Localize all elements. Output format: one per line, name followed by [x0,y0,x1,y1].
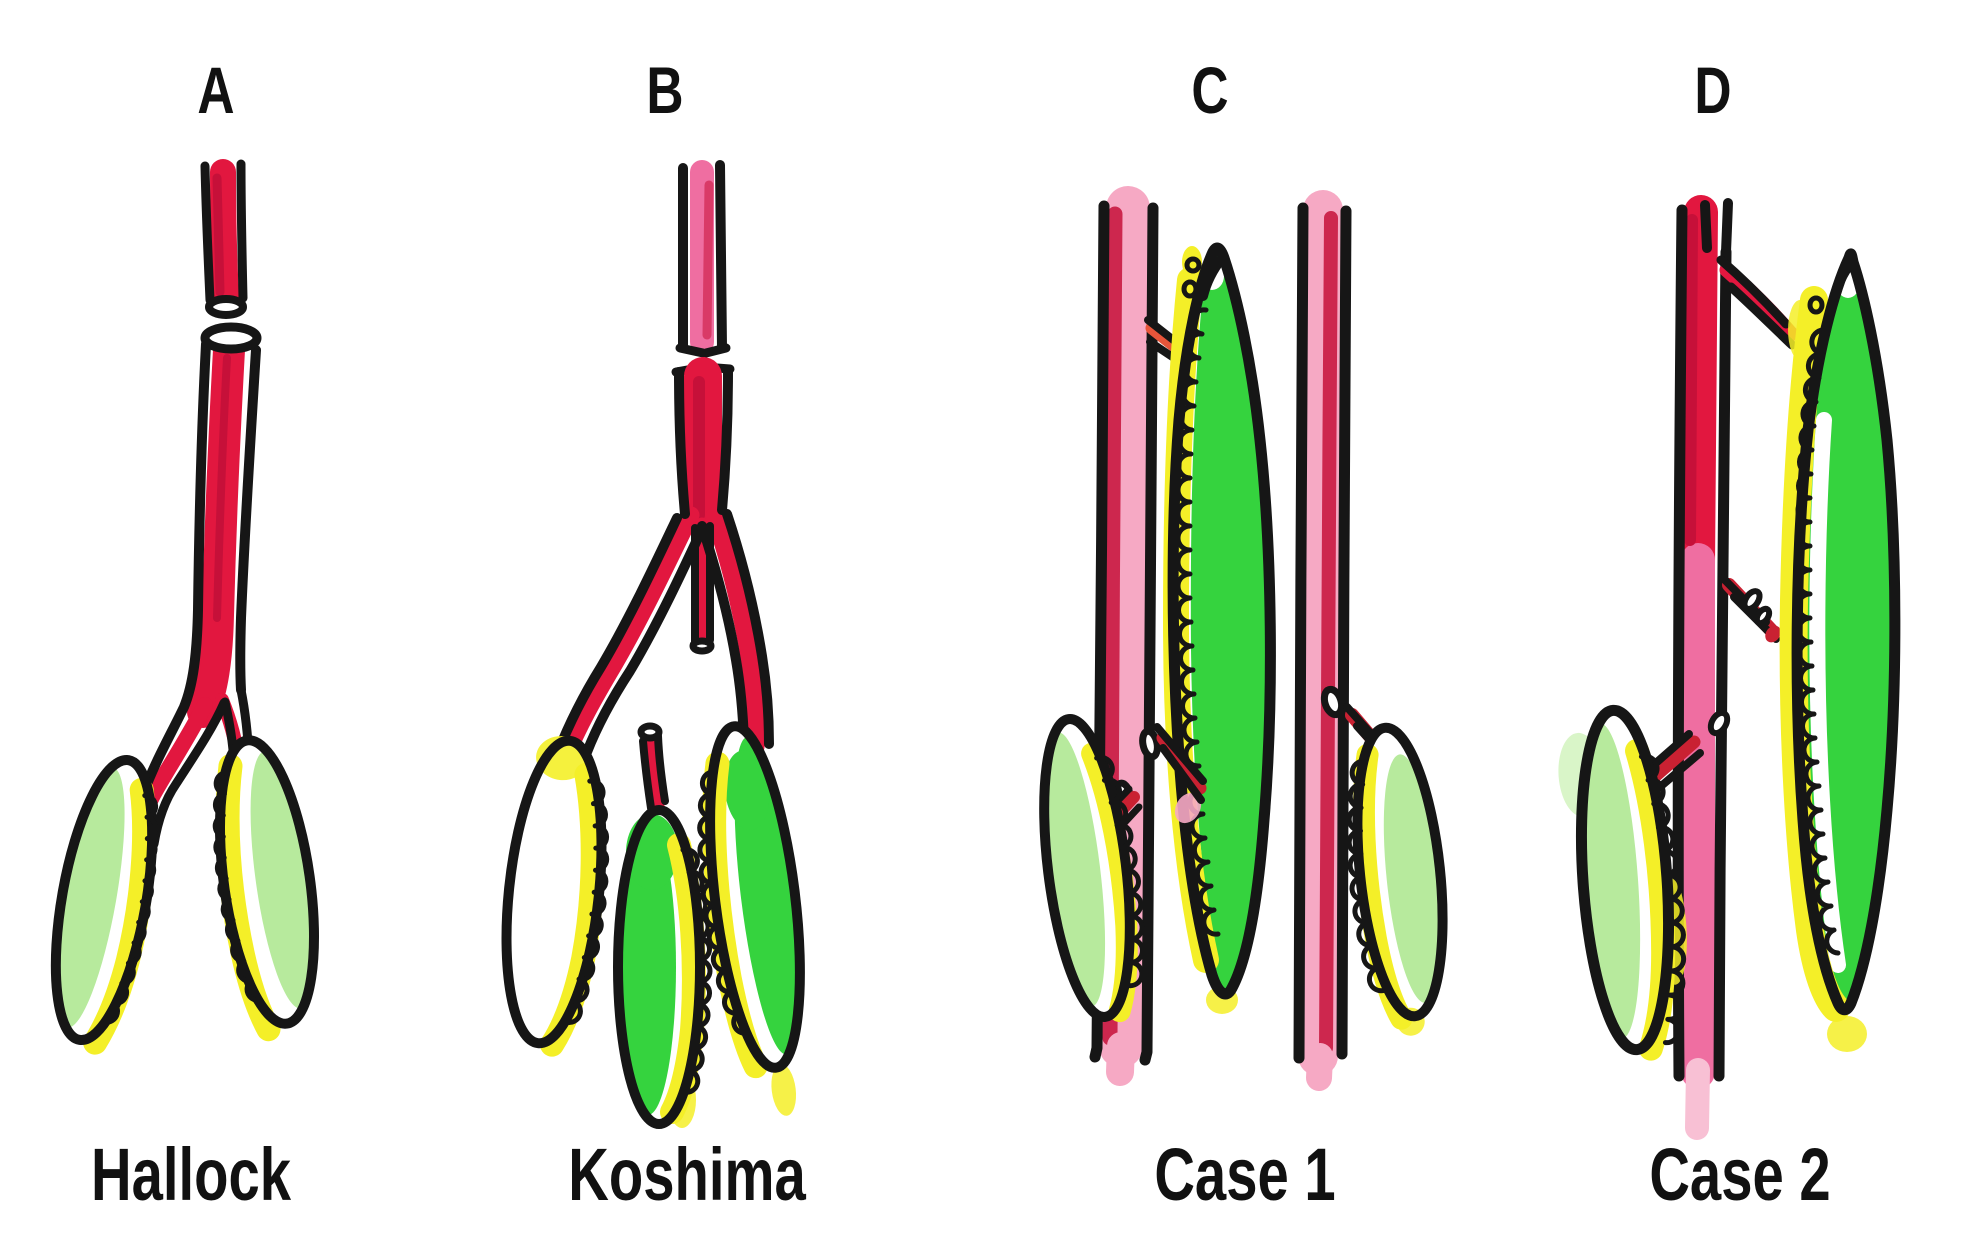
panel-b-leaf-right [697,721,805,1116]
panel-a-leaf-right [212,735,320,1042]
panel-c-leaf-small-left [1039,714,1145,1023]
panel-a-main-stem [127,322,262,861]
panel-a-caption: Hallock [90,1133,292,1216]
panel-c-stem-right [1293,190,1401,1091]
panel-c-big-leaf [1162,242,1276,1014]
panel-d-letter: D [1694,53,1732,127]
panel-b-main-stem [553,357,774,766]
panel-b-illustration [501,160,805,1129]
panel-b-caption: Koshima [568,1133,806,1216]
panel-c-leaf-small-right [1346,722,1448,1036]
panel-c-caption: Case 1 [1154,1133,1336,1216]
panel-c-illustration [1039,186,1448,1091]
panel-d-big-leaf [1779,248,1901,1052]
panel-d-leaf-small-left [1558,704,1687,1061]
panel-a-letter: A [197,53,235,127]
panel-a-broken-stem-top [200,159,248,319]
panel-d-stem [1672,195,1799,1140]
panel-d-caption: Case 2 [1649,1133,1831,1216]
panel-d-detached-petiole [1719,574,1781,643]
panel-b-leaf-left [501,735,610,1057]
panel-b-leaf-middle [613,805,713,1129]
panel-b-letter: B [646,53,684,127]
panel-a-leaf-left [50,754,159,1055]
panel-c-letter: C [1191,53,1229,127]
panel-b-detached-petiole [637,722,669,813]
panel-d-illustration [1558,195,1901,1140]
panel-b-broken-stem-top [675,160,731,358]
panel-a-illustration [50,159,320,1055]
